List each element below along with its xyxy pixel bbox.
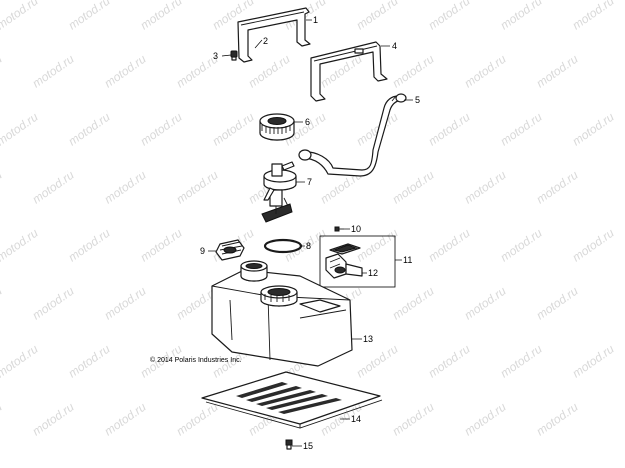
watermark-text: motod.ru	[390, 52, 437, 91]
watermark-text: motod.ru	[0, 342, 41, 381]
callout-4: 4	[392, 41, 397, 51]
watermark-text: motod.ru	[138, 0, 185, 32]
leader-lines	[208, 19, 413, 447]
callout-8: 8	[306, 241, 311, 251]
watermark-text: motod.ru	[390, 284, 437, 323]
part-5-vent-hose	[298, 93, 407, 177]
part-14-skid-plate	[201, 371, 383, 429]
watermark-text: motod.ru	[0, 400, 5, 439]
watermark-text: motod.ru	[138, 226, 185, 265]
watermark-text: motod.ru	[570, 342, 617, 381]
callout-10: 10	[351, 224, 361, 234]
watermark-text: motod.ru	[426, 342, 473, 381]
watermark-text: motod.ru	[426, 0, 473, 32]
watermark-text: motod.ru	[210, 110, 257, 149]
watermark-text: motod.ru	[0, 52, 5, 91]
watermark-text: motod.ru	[102, 168, 149, 207]
callout-2: 2	[263, 36, 268, 46]
part-3-screw	[230, 50, 238, 61]
callout-1: 1	[313, 15, 318, 25]
watermark-text: motod.ru	[102, 400, 149, 439]
watermark-text: motod.ru	[174, 400, 221, 439]
watermark-text: motod.ru	[534, 284, 581, 323]
watermark-text: motod.ru	[570, 226, 617, 265]
watermark-text: motod.ru	[66, 226, 113, 265]
watermark-text: motod.ru	[534, 52, 581, 91]
watermark-text: motod.ru	[462, 52, 509, 91]
callout-3: 3	[213, 51, 218, 61]
watermark-text: motod.ru	[102, 52, 149, 91]
watermark-text: motod.ru	[0, 110, 41, 149]
watermark-text: motod.ru	[570, 110, 617, 149]
part-7-fuel-pump	[261, 161, 297, 223]
watermark-text: motod.ru	[0, 0, 41, 32]
part-4-bracket	[310, 41, 388, 102]
watermark-text: motod.ru	[66, 110, 113, 149]
callout-7: 7	[307, 177, 312, 187]
watermark-text: motod.ru	[462, 400, 509, 439]
watermark-text: motod.ru	[354, 342, 401, 381]
watermark-text: motod.ru	[138, 110, 185, 149]
watermark-text: motod.ru	[462, 168, 509, 207]
callout-5: 5	[415, 95, 420, 105]
part-6-fuel-cap	[259, 113, 295, 141]
watermark-text: motod.ru	[426, 226, 473, 265]
watermark-text: motod.ru	[30, 400, 77, 439]
callout-11: 11	[403, 255, 412, 265]
watermark-text: motod.ru	[498, 110, 545, 149]
watermark-text: motod.ru	[390, 168, 437, 207]
part-1-bracket	[237, 7, 311, 63]
watermark-text: motod.ru	[462, 284, 509, 323]
part-11-valve-assembly	[319, 235, 396, 288]
watermark-text: motod.ru	[174, 168, 221, 207]
watermark-text: motod.ru	[0, 284, 5, 323]
callout-labels: 1 2 3 4 5 6 7 8 9 10 11 12 13 14 15	[200, 15, 420, 451]
watermark-text: motod.ru	[30, 168, 77, 207]
watermark-text: motod.ru	[570, 0, 617, 32]
watermark-text: motod.ru	[534, 168, 581, 207]
callout-13: 13	[363, 334, 373, 344]
watermark-text: motod.ru	[30, 52, 77, 91]
part-15-bolt	[285, 439, 293, 450]
callout-6: 6	[305, 117, 310, 127]
watermark-layer: motod.ru motod.ru motod.ru motod.ru motod.ru…	[0, 0, 617, 438]
watermark-text: motod.ru	[0, 226, 41, 265]
callout-12: 12	[368, 268, 378, 278]
callout-14: 14	[351, 414, 361, 424]
watermark-text: motod.ru	[390, 400, 437, 439]
callout-9: 9	[200, 246, 205, 256]
callout-15: 15	[303, 441, 313, 451]
watermark-text: motod.ru	[66, 342, 113, 381]
watermark-text: motod.ru	[30, 284, 77, 323]
watermark-text: motod.ru	[498, 226, 545, 265]
watermark-text: motod.ru	[498, 0, 545, 32]
watermark-text: motod.ru	[354, 0, 401, 32]
watermark-text: motod.ru	[426, 110, 473, 149]
watermark-text: motod.ru	[534, 400, 581, 439]
part-9-filler-cap	[215, 239, 245, 261]
part-13-fuel-tank	[211, 260, 353, 367]
part-10-screw	[334, 226, 344, 232]
watermark-text: motod.ru	[246, 52, 293, 91]
watermark-text: motod.ru	[66, 0, 113, 32]
copyright-notice: © 2014 Polaris Industries Inc.	[150, 356, 242, 364]
watermark-text: motod.ru	[102, 284, 149, 323]
watermark-text: motod.ru	[0, 168, 5, 207]
watermark-text: motod.ru	[498, 342, 545, 381]
